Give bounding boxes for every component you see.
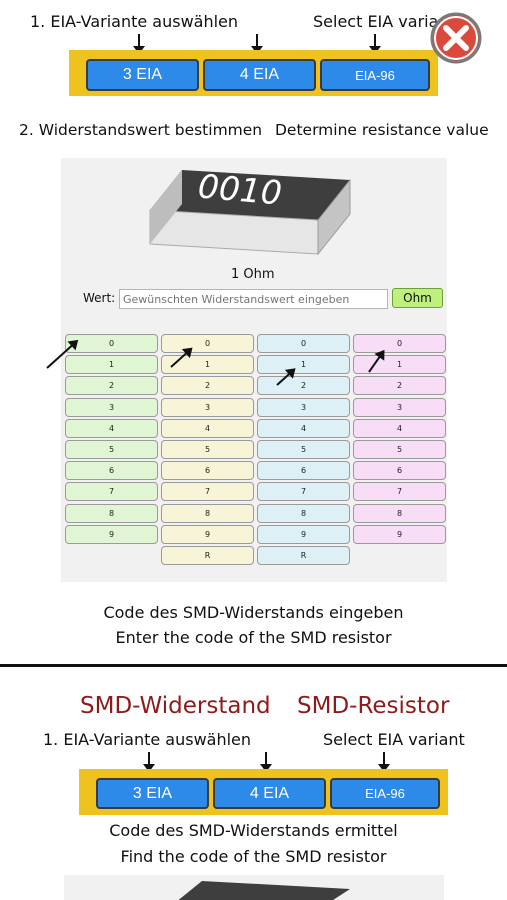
section2-resistor-image [140, 875, 360, 900]
smd-resistor-image: 0010 [140, 158, 360, 262]
digit-key[interactable]: 3 [353, 398, 446, 417]
section2-eia96-button[interactable]: EIA-96 [330, 778, 440, 809]
digit-key[interactable]: R [257, 546, 350, 565]
section2-title-de: SMD-Widerstand [80, 693, 271, 719]
digit-key[interactable]: 8 [65, 504, 158, 523]
digit-key[interactable]: 7 [65, 482, 158, 501]
step2-label-de: 2. Widerstandswert bestimmen [19, 121, 263, 139]
digit-key[interactable]: 2 [353, 376, 446, 395]
digit-key[interactable]: 9 [257, 525, 350, 544]
section2-eia4-button[interactable]: 4 EIA [213, 778, 326, 809]
resistance-input[interactable] [119, 289, 388, 309]
digit-key[interactable]: 4 [65, 419, 158, 438]
digit-key[interactable]: 9 [161, 525, 254, 544]
digit-key[interactable]: 7 [161, 482, 254, 501]
digit-key[interactable]: 5 [65, 440, 158, 459]
digit-key[interactable]: 3 [257, 398, 350, 417]
digit-key[interactable]: 6 [257, 461, 350, 480]
digit-key[interactable]: 9 [65, 525, 158, 544]
step1-label-de: 1. EIA-Variante auswählen [30, 12, 239, 31]
digit-key[interactable]: 3 [161, 398, 254, 417]
section2-caption-de: Code des SMD-Widerstands ermittel [109, 821, 398, 840]
digit-key[interactable]: 7 [257, 482, 350, 501]
digit-key[interactable]: 8 [257, 504, 350, 523]
resistance-value-label: 1 Ohm [231, 267, 275, 282]
caption1-en: Enter the code of the SMD resistor [115, 628, 392, 647]
digit-key[interactable]: 0 [161, 334, 254, 353]
eia96-button[interactable]: EIA-96 [320, 59, 430, 91]
digit-key[interactable]: 1 [65, 355, 158, 374]
section2-step1-en: Select EIA variant [323, 730, 465, 749]
digit-key[interactable]: 4 [257, 419, 350, 438]
digit-key[interactable]: 0 [353, 334, 446, 353]
digit-key[interactable]: 2 [65, 376, 158, 395]
digit-key[interactable]: 6 [353, 461, 446, 480]
digit-key[interactable]: 9 [353, 525, 446, 544]
eia3-button[interactable]: 3 EIA [86, 59, 199, 91]
digit-key[interactable]: 2 [161, 376, 254, 395]
step1-label-en: Select EIA varia [313, 12, 439, 31]
resistor-code-text: 0010 [196, 166, 284, 213]
digit-key[interactable]: 2 [257, 376, 350, 395]
digit-key[interactable]: 1 [257, 355, 350, 374]
digit-key[interactable]: 5 [353, 440, 446, 459]
eia4-button[interactable]: 4 EIA [203, 59, 316, 91]
digit-key[interactable]: R [161, 546, 254, 565]
step2-label-en: Determine resistance value [275, 121, 489, 139]
digit-key[interactable]: 0 [257, 334, 350, 353]
section2-step1-de: 1. EIA-Variante auswählen [43, 730, 252, 749]
close-icon[interactable] [430, 12, 482, 64]
digit-key[interactable]: 0 [65, 334, 158, 353]
digit-key[interactable]: 3 [65, 398, 158, 417]
digit-key[interactable]: 5 [161, 440, 254, 459]
wert-label: Wert: [83, 291, 116, 305]
digit-key[interactable]: 5 [257, 440, 350, 459]
section2-eia3-button[interactable]: 3 EIA [96, 778, 209, 809]
digit-key[interactable]: 6 [65, 461, 158, 480]
digit-key[interactable]: 6 [161, 461, 254, 480]
ohm-button[interactable]: Ohm [392, 288, 443, 308]
digit-key[interactable]: 8 [353, 504, 446, 523]
section2-title-en: SMD-Resistor [297, 693, 450, 719]
digit-key[interactable]: 4 [353, 419, 446, 438]
digit-key[interactable]: 4 [161, 419, 254, 438]
caption1-de: Code des SMD-Widerstands eingeben [103, 603, 404, 622]
digit-key[interactable]: 1 [161, 355, 254, 374]
section2-caption-en: Find the code of the SMD resistor [120, 847, 387, 866]
digit-key[interactable]: 7 [353, 482, 446, 501]
section-divider [0, 664, 507, 667]
digit-key[interactable]: 8 [161, 504, 254, 523]
